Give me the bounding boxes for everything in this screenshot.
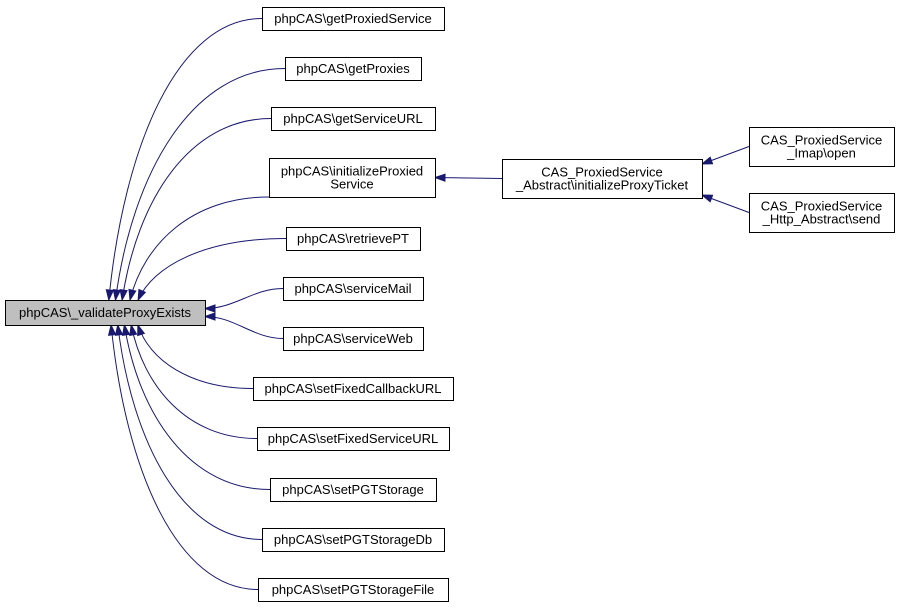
node-label: phpCAS\setPGTStorage bbox=[282, 482, 424, 497]
node-httpSend[interactable]: CAS_ProxiedService_Http_Abstract\send bbox=[749, 193, 895, 233]
node-initializeProxyTicket[interactable]: CAS_ProxiedService_Abstract\initializePr… bbox=[502, 159, 703, 199]
edge-setPGTStorageFile-to-root-line bbox=[110, 324, 259, 590]
node-box[interactable] bbox=[285, 57, 422, 81]
node-label: _Abstract\initializeProxyTicket bbox=[515, 178, 689, 193]
node-label: phpCAS\setFixedServiceURL bbox=[268, 431, 439, 446]
node-setPGTStorageDb[interactable]: phpCAS\setPGTStorageDb bbox=[262, 528, 445, 552]
edge-initializeProxyTicket-to-initializeProxiedService bbox=[433, 173, 503, 182]
node-setFixedServiceURL[interactable]: phpCAS\setFixedServiceURL bbox=[257, 427, 450, 451]
node-label: phpCAS\retrievePT bbox=[297, 231, 409, 246]
edge-imapOpen-to-initializeProxyTicket-arrowhead bbox=[700, 156, 714, 165]
edge-setFixedCallbackURL-to-root-line bbox=[137, 324, 254, 389]
edge-httpSend-to-initializeProxyTicket-arrowhead bbox=[700, 194, 714, 203]
node-label: phpCAS\_validateProxyExists bbox=[19, 305, 191, 320]
node-label: CAS_ProxiedService bbox=[541, 165, 662, 180]
edge-setFixedServiceURL-to-root-line bbox=[130, 324, 258, 439]
node-box[interactable] bbox=[5, 300, 206, 326]
edge-serviceWeb-to-root-arrowhead bbox=[203, 312, 216, 321]
edge-getProxiedService-to-root bbox=[105, 18, 263, 302]
edge-initializeProxiedService-to-root bbox=[128, 196, 270, 302]
edge-getProxiedService-to-root-line bbox=[108, 18, 263, 301]
edge-setPGTStorage-to-root-line bbox=[123, 324, 271, 490]
edge-setPGTStorage-to-root-arrowhead bbox=[121, 323, 131, 337]
node-label: _Imap\open bbox=[786, 146, 856, 161]
node-setPGTStorage[interactable]: phpCAS\setPGTStorage bbox=[270, 478, 437, 502]
node-box[interactable] bbox=[262, 7, 445, 31]
node-label: phpCAS\setFixedCallbackURL bbox=[264, 381, 441, 396]
edge-serviceMail-to-root bbox=[203, 288, 284, 313]
node-box[interactable] bbox=[749, 127, 895, 167]
node-label: phpCAS\getProxies bbox=[296, 61, 410, 76]
edge-initializeProxiedService-to-root-arrowhead bbox=[128, 288, 137, 302]
edge-retrievePT-to-root-line bbox=[137, 238, 287, 301]
node-getProxiedService[interactable]: phpCAS\getProxiedService bbox=[262, 7, 445, 31]
node-label: CAS_ProxiedService bbox=[761, 133, 882, 148]
node-box[interactable] bbox=[283, 327, 424, 351]
node-label: phpCAS\getProxiedService bbox=[274, 11, 432, 26]
edge-imapOpen-to-initializeProxyTicket bbox=[700, 146, 750, 165]
edge-getServiceURL-to-root bbox=[119, 118, 272, 302]
edge-setPGTStorageDb-to-root-line bbox=[117, 324, 263, 540]
node-box[interactable] bbox=[502, 159, 703, 199]
node-serviceWeb[interactable]: phpCAS\serviceWeb bbox=[283, 327, 424, 351]
edge-getProxies-to-root-line bbox=[114, 68, 286, 301]
edge-initializeProxyTicket-to-initializeProxiedService-arrowhead bbox=[433, 173, 446, 182]
edge-retrievePT-to-root-arrowhead bbox=[137, 288, 147, 302]
edge-serviceMail-to-root-line bbox=[204, 288, 284, 309]
node-box[interactable] bbox=[286, 227, 421, 251]
edge-setPGTStorageFile-to-root bbox=[107, 323, 259, 590]
edge-serviceWeb-to-root-line bbox=[204, 316, 284, 339]
node-label: phpCAS\setPGTStorageDb bbox=[274, 532, 432, 547]
node-box[interactable] bbox=[271, 107, 436, 131]
node-imapOpen[interactable]: CAS_ProxiedService_Imap\open bbox=[749, 127, 895, 167]
node-setFixedCallbackURL[interactable]: phpCAS\setFixedCallbackURL bbox=[253, 377, 454, 401]
node-box[interactable] bbox=[262, 528, 445, 552]
node-box[interactable] bbox=[257, 427, 450, 451]
node-label: phpCAS\serviceWeb bbox=[293, 331, 413, 346]
node-box[interactable] bbox=[269, 158, 436, 198]
edges-layer bbox=[105, 18, 750, 590]
edge-initializeProxyTicket-to-initializeProxiedService-line bbox=[434, 177, 503, 179]
edge-setFixedCallbackURL-to-root bbox=[137, 323, 254, 389]
edge-setFixedCallbackURL-to-root-arrowhead bbox=[137, 323, 146, 337]
node-box[interactable] bbox=[283, 277, 424, 301]
node-label: CAS_ProxiedService bbox=[761, 199, 882, 214]
node-box[interactable] bbox=[258, 578, 449, 602]
edge-setPGTStorageDb-to-root bbox=[114, 323, 263, 540]
node-label: phpCAS\getServiceURL bbox=[283, 111, 422, 126]
nodes-layer: phpCAS\_validateProxyExists phpCAS\getPro… bbox=[5, 7, 895, 602]
node-box[interactable] bbox=[253, 377, 454, 401]
node-retrievePT[interactable]: phpCAS\retrievePT bbox=[286, 227, 421, 251]
edge-getServiceURL-to-root-arrowhead bbox=[119, 288, 128, 302]
edge-getProxies-to-root-arrowhead bbox=[112, 289, 122, 302]
edge-getProxiedService-to-root-arrowhead bbox=[105, 289, 115, 302]
node-setPGTStorageFile[interactable]: phpCAS\setPGTStorageFile bbox=[258, 578, 449, 602]
edge-setPGTStorageFile-to-root-arrowhead bbox=[107, 323, 117, 336]
edge-setPGTStorageDb-to-root-arrowhead bbox=[114, 323, 124, 336]
edge-initializeProxiedService-to-root-line bbox=[129, 196, 270, 301]
edge-getProxies-to-root bbox=[112, 68, 286, 302]
node-label: phpCAS\initializeProxied bbox=[281, 164, 423, 179]
edge-httpSend-to-initializeProxyTicket bbox=[700, 194, 750, 213]
node-label: phpCAS\serviceMail bbox=[294, 281, 411, 296]
node-getProxies[interactable]: phpCAS\getProxies bbox=[285, 57, 422, 81]
node-box[interactable] bbox=[749, 193, 895, 233]
edge-retrievePT-to-root bbox=[137, 238, 287, 302]
node-root[interactable]: phpCAS\_validateProxyExists bbox=[5, 300, 206, 326]
node-label: Service bbox=[330, 177, 373, 192]
node-serviceMail[interactable]: phpCAS\serviceMail bbox=[283, 277, 424, 301]
edge-serviceMail-to-root-arrowhead bbox=[203, 304, 216, 313]
node-label: phpCAS\setPGTStorageFile bbox=[272, 582, 435, 597]
node-box[interactable] bbox=[270, 478, 437, 502]
edge-setPGTStorage-to-root bbox=[121, 323, 271, 490]
edge-setFixedServiceURL-to-root bbox=[129, 323, 258, 439]
edge-getServiceURL-to-root-line bbox=[121, 118, 272, 301]
node-getServiceURL[interactable]: phpCAS\getServiceURL bbox=[271, 107, 436, 131]
edge-setFixedServiceURL-to-root-arrowhead bbox=[129, 323, 138, 337]
node-label: _Http_Abstract\send bbox=[762, 212, 881, 227]
edge-serviceWeb-to-root bbox=[203, 312, 284, 339]
